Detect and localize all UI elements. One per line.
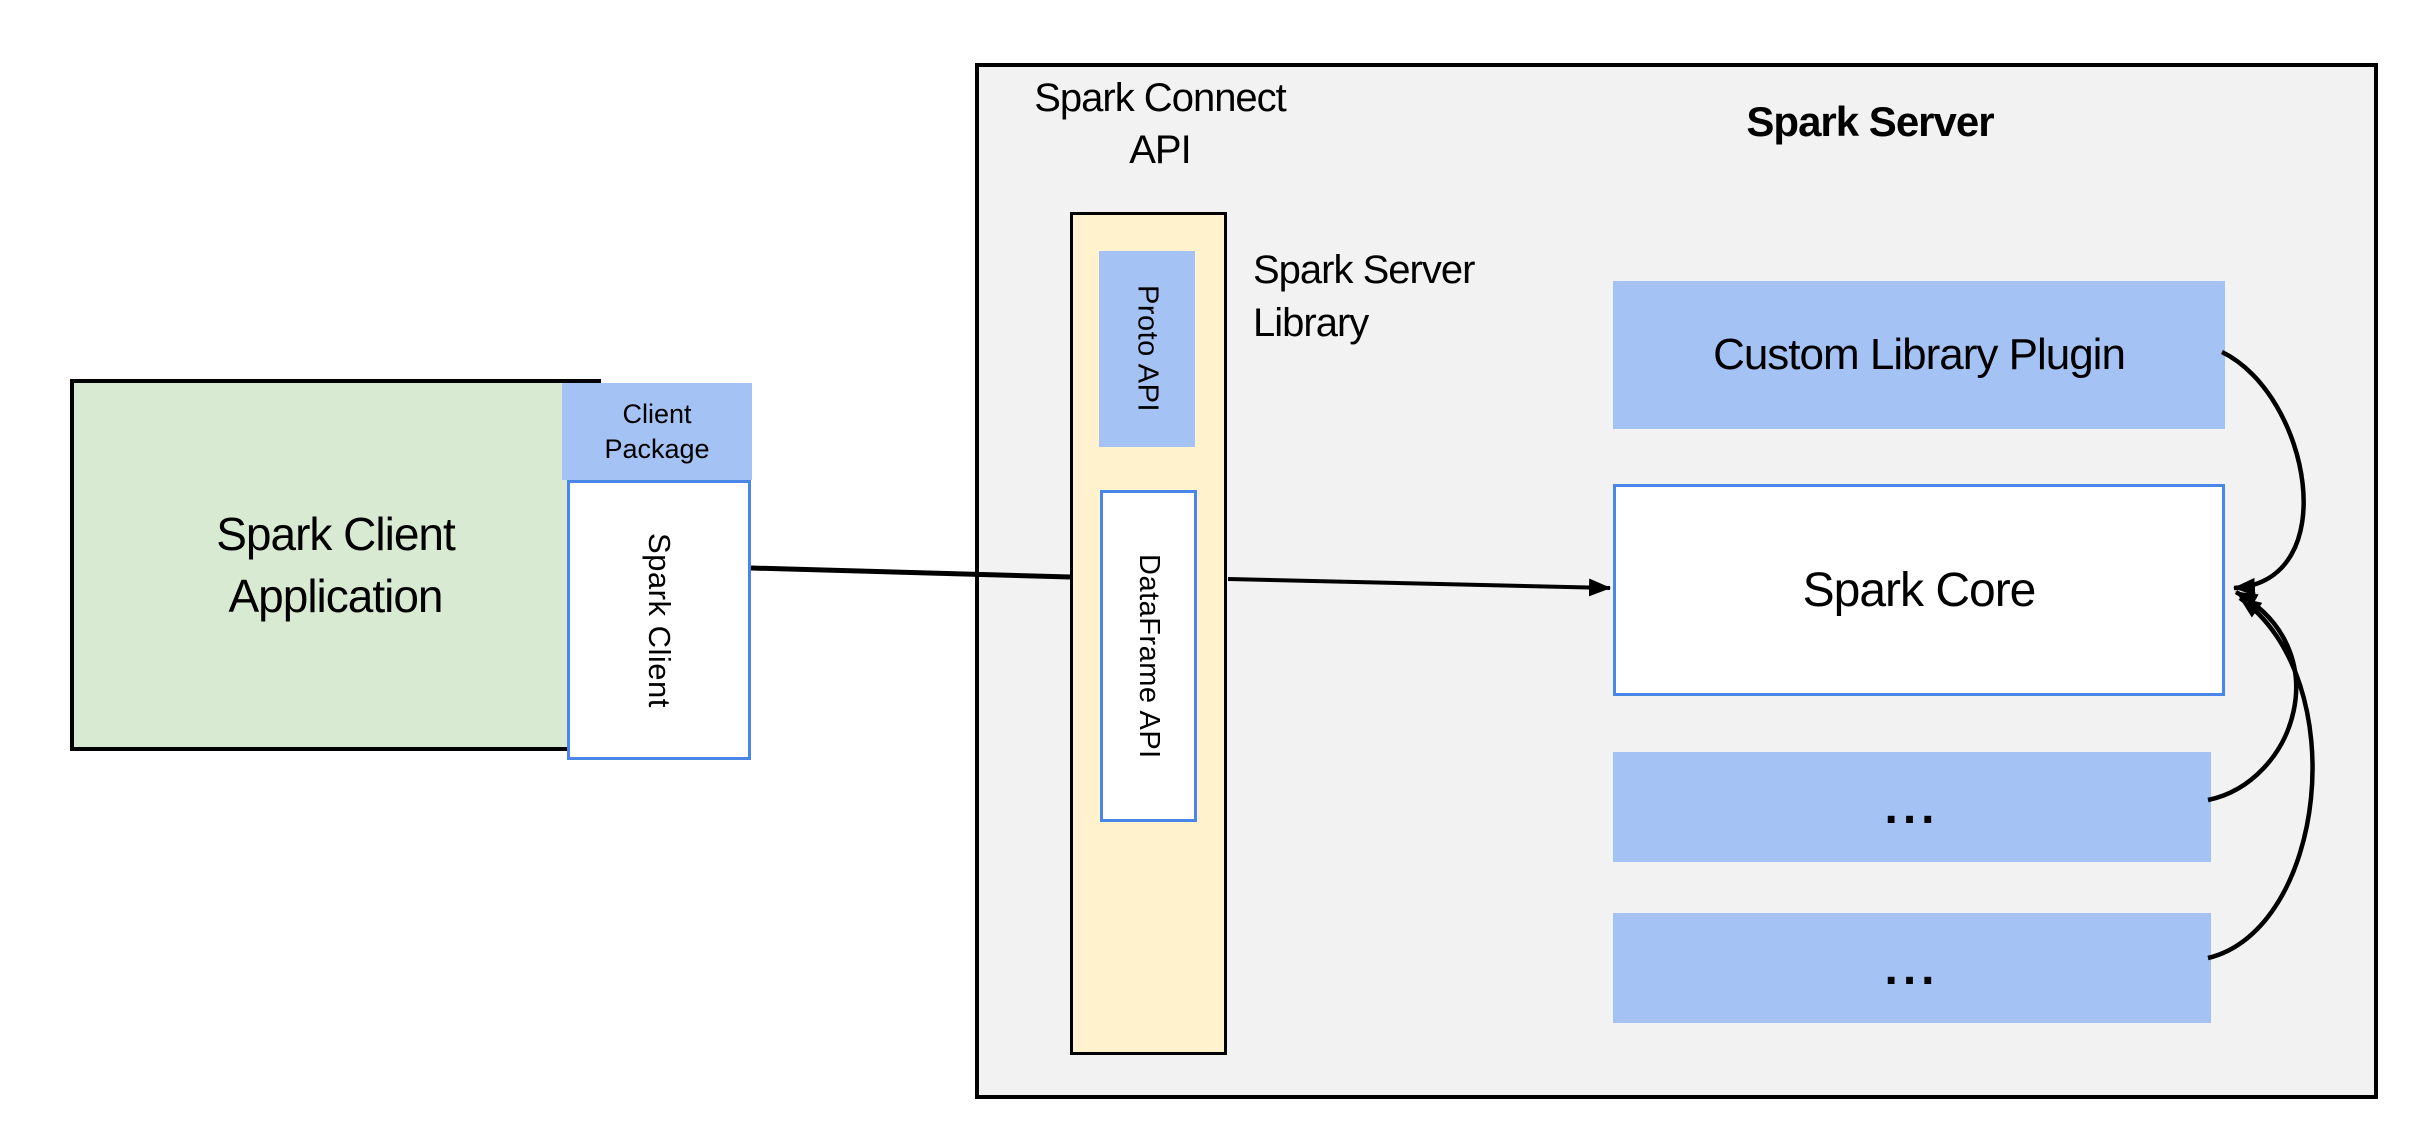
spark-client-application-box: Spark Client Application xyxy=(70,379,601,751)
client-package-label: Client Package xyxy=(604,398,710,464)
more-plugins-box-2: ... xyxy=(1613,913,2211,1023)
spark-server-library-label: Spark Server Library xyxy=(1253,248,1475,345)
more-plugins-box-1: ... xyxy=(1613,752,2211,862)
proto-api-box: Proto API xyxy=(1099,251,1195,447)
custom-library-plugin-box: Custom Library Plugin xyxy=(1613,281,2225,429)
more-plugins-label-1: ... xyxy=(1884,780,1940,834)
more-plugins-label-2: ... xyxy=(1884,941,1940,995)
proto-api-label: Proto API xyxy=(1131,285,1164,413)
spark-core-label: Spark Core xyxy=(1802,563,2037,617)
spark-connect-api-title: Spark Connect API xyxy=(1034,76,1287,172)
client-package-box: Client Package xyxy=(562,383,752,480)
spark-server-title: Spark Server xyxy=(1746,98,1994,145)
dataframe-api-label: DataFrame API xyxy=(1133,553,1165,759)
dataframe-api-box: DataFrame API xyxy=(1100,490,1197,822)
custom-library-plugin-label: Custom Library Plugin xyxy=(1713,330,2126,379)
spark-client-application-label: Spark Client Application xyxy=(216,507,456,622)
spark-core-box: Spark Core xyxy=(1613,484,2225,696)
spark-client-label: Spark Client xyxy=(642,532,677,708)
spark-client-box: Spark Client xyxy=(567,480,751,760)
